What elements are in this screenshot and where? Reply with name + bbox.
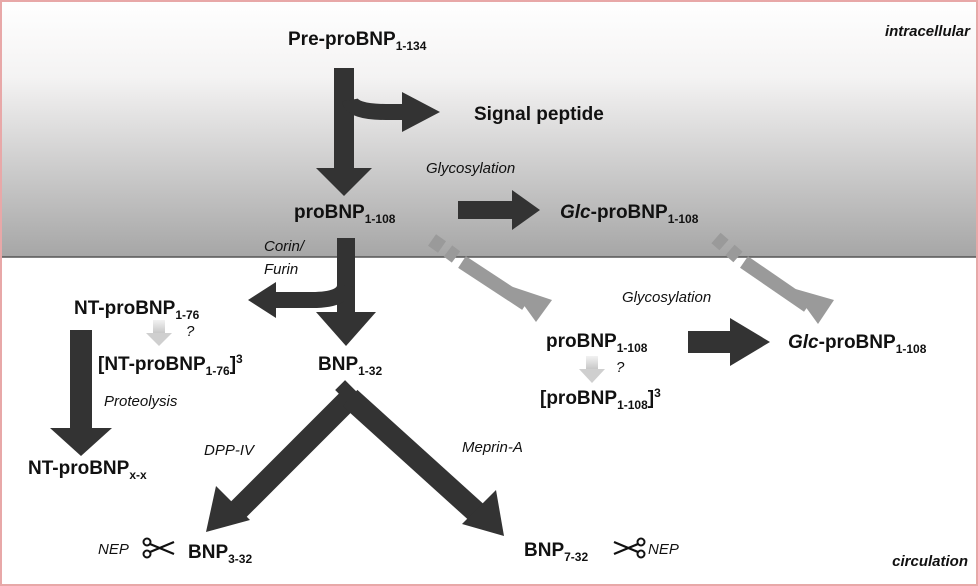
arrow-proteolysis bbox=[50, 330, 112, 456]
probnp-trimer-label: [proBNP1-108]3 bbox=[540, 386, 661, 412]
nep-left-label: NEP bbox=[98, 541, 129, 558]
question-probnp-label: ? bbox=[616, 359, 625, 376]
probnp-intracellular-label: proBNP1-108 bbox=[294, 202, 396, 226]
arrow-secretion-glc-probnp bbox=[711, 232, 834, 324]
glycosylation-intracellular-label: Glycosylation bbox=[426, 160, 515, 177]
arrow-glycosylation-circulation bbox=[688, 318, 770, 366]
scissors-icon bbox=[613, 537, 646, 559]
arrow-prepro-to-probnp bbox=[316, 68, 372, 196]
arrow-dppiv bbox=[206, 390, 358, 532]
v-apex bbox=[335, 380, 365, 410]
furin-label: Furin bbox=[264, 261, 298, 278]
arrow-signal-peptide bbox=[342, 92, 440, 132]
bnp-3-32-label: BNP3-32 bbox=[188, 542, 252, 566]
scissors-icon bbox=[142, 537, 175, 559]
glycosylation-circulation-label: Glycosylation bbox=[622, 289, 711, 306]
ntprobnp-xx-label: NT-proBNPx-x bbox=[28, 458, 147, 482]
question-ntprobnp-label: ? bbox=[186, 323, 195, 340]
nep-right-label: NEP bbox=[648, 541, 679, 558]
arrow-meprin bbox=[342, 389, 504, 536]
arrow-probnp-oligomer bbox=[579, 356, 605, 383]
bnp-7-32-label: BNP7-32 bbox=[524, 540, 588, 564]
probnp-circulation-label: proBNP1-108 bbox=[546, 331, 648, 355]
meprin-label: Meprin-A bbox=[462, 439, 523, 456]
prepro-bnp-label: Pre-proBNP1-134 bbox=[288, 29, 427, 53]
circulation-label: circulation bbox=[892, 553, 968, 570]
glc-probnp-circulation-label: Glc-proBNP1-108 bbox=[788, 332, 927, 356]
bnp-1-32-label: BNP1-32 bbox=[318, 354, 382, 378]
arrow-secretion-probnp bbox=[427, 234, 552, 322]
glc-probnp-intracellular-label: Glc-proBNP1-108 bbox=[560, 202, 699, 226]
proteolysis-label: Proteolysis bbox=[104, 393, 178, 410]
signal-peptide-label: Signal peptide bbox=[474, 104, 604, 125]
intracellular-label: intracellular bbox=[885, 23, 971, 40]
arrow-glycosylation-intracellular bbox=[458, 190, 540, 230]
arrow-to-ntprobnp bbox=[248, 282, 353, 318]
corin-label: Corin/ bbox=[264, 238, 306, 255]
dppiv-label: DPP-IV bbox=[204, 442, 256, 459]
ntprobnp-trimer-label: [NT-proBNP1-76]3 bbox=[98, 352, 243, 378]
ntprobnp-label: NT-proBNP1-76 bbox=[74, 298, 200, 322]
arrow-ntprobnp-oligomer bbox=[146, 320, 172, 346]
